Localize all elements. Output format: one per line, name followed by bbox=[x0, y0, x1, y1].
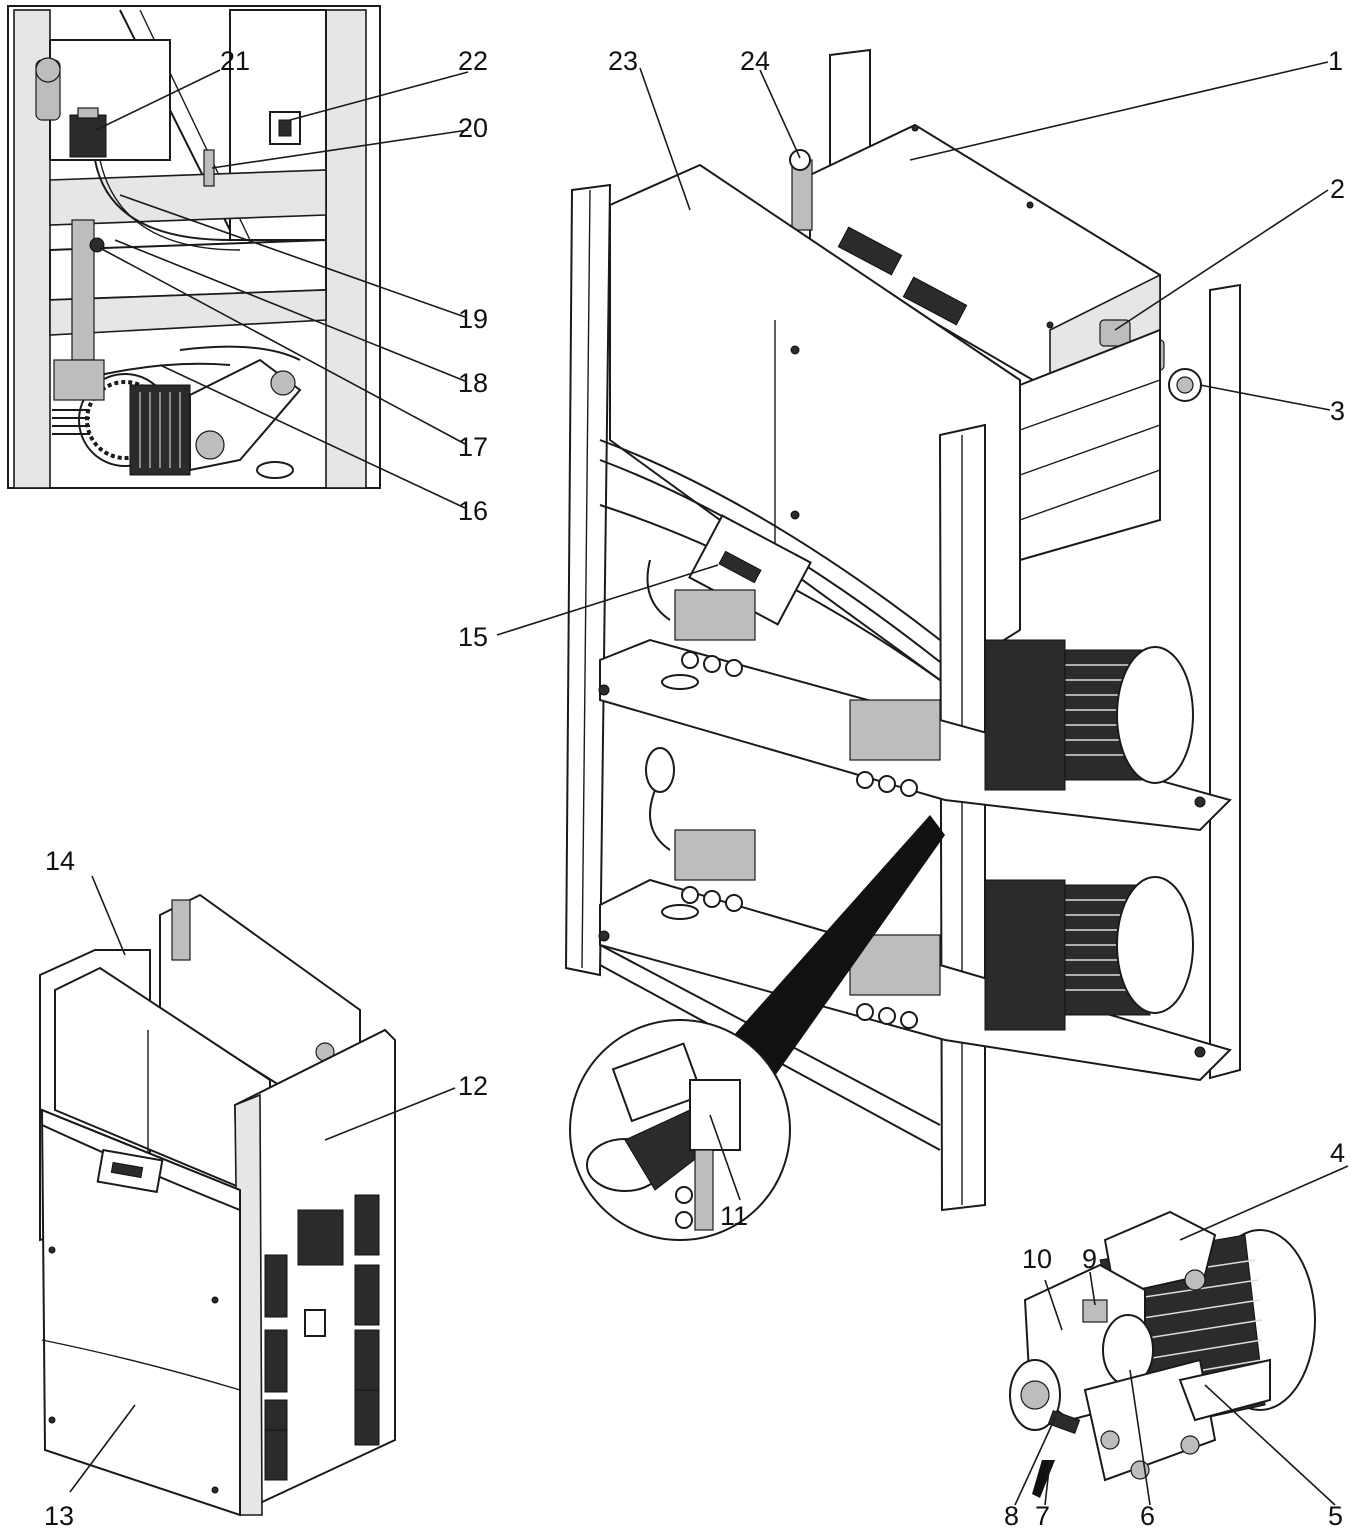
upper-right-pump bbox=[849, 699, 941, 761]
right-back-upright bbox=[1209, 283, 1241, 1080]
callout-2: 2 bbox=[1330, 174, 1345, 204]
callout-11: 11 bbox=[720, 1201, 748, 1231]
leader-lines bbox=[69, 61, 1349, 1506]
inset-block bbox=[49, 39, 171, 161]
callout-6: 6 bbox=[1140, 1501, 1155, 1531]
callout-22: 22 bbox=[458, 46, 488, 76]
zoom-coupling bbox=[689, 1079, 741, 1151]
inset-shelf bbox=[49, 169, 327, 226]
callout-18: 18 bbox=[458, 368, 488, 398]
upper-left-pump bbox=[674, 589, 756, 641]
callout-12: 12 bbox=[458, 1071, 488, 1101]
inset-valve bbox=[69, 114, 107, 158]
callout-16: 16 bbox=[458, 496, 488, 526]
callout-24: 24 bbox=[740, 46, 770, 76]
callout-20: 20 bbox=[458, 113, 488, 143]
pump-motor-detail bbox=[1009, 1210, 1316, 1498]
lower-left-pump bbox=[674, 829, 756, 881]
callout-21: 21 bbox=[220, 46, 250, 76]
main-assembly bbox=[564, 48, 1241, 1241]
closed-unit bbox=[39, 893, 396, 1517]
callout-8: 8 bbox=[1004, 1501, 1019, 1531]
callout-4: 4 bbox=[1330, 1138, 1345, 1168]
callout-5: 5 bbox=[1328, 1501, 1343, 1531]
left-upright bbox=[564, 183, 612, 977]
callout-23: 23 bbox=[608, 46, 638, 76]
inset-right-post bbox=[325, 9, 367, 489]
callout-labels: 1 2 3 4 5 6 7 8 9 10 11 12 13 14 15 16 1… bbox=[44, 46, 1345, 1531]
callout-1: 1 bbox=[1328, 46, 1343, 76]
callout-10: 10 bbox=[1022, 1244, 1052, 1274]
fitting-inlet bbox=[1099, 319, 1131, 347]
callout-19: 19 bbox=[458, 304, 488, 334]
callout-14: 14 bbox=[45, 846, 75, 876]
callout-13: 13 bbox=[44, 1501, 74, 1531]
front-cabinet bbox=[609, 163, 1021, 682]
callout-9: 9 bbox=[1082, 1244, 1097, 1274]
callout-17: 17 bbox=[458, 432, 488, 462]
inset-detail bbox=[7, 5, 381, 489]
callout-7: 7 bbox=[1035, 1501, 1050, 1531]
callout-15: 15 bbox=[458, 622, 488, 652]
zoom-wedge bbox=[725, 815, 945, 1090]
callout-3: 3 bbox=[1330, 396, 1345, 426]
